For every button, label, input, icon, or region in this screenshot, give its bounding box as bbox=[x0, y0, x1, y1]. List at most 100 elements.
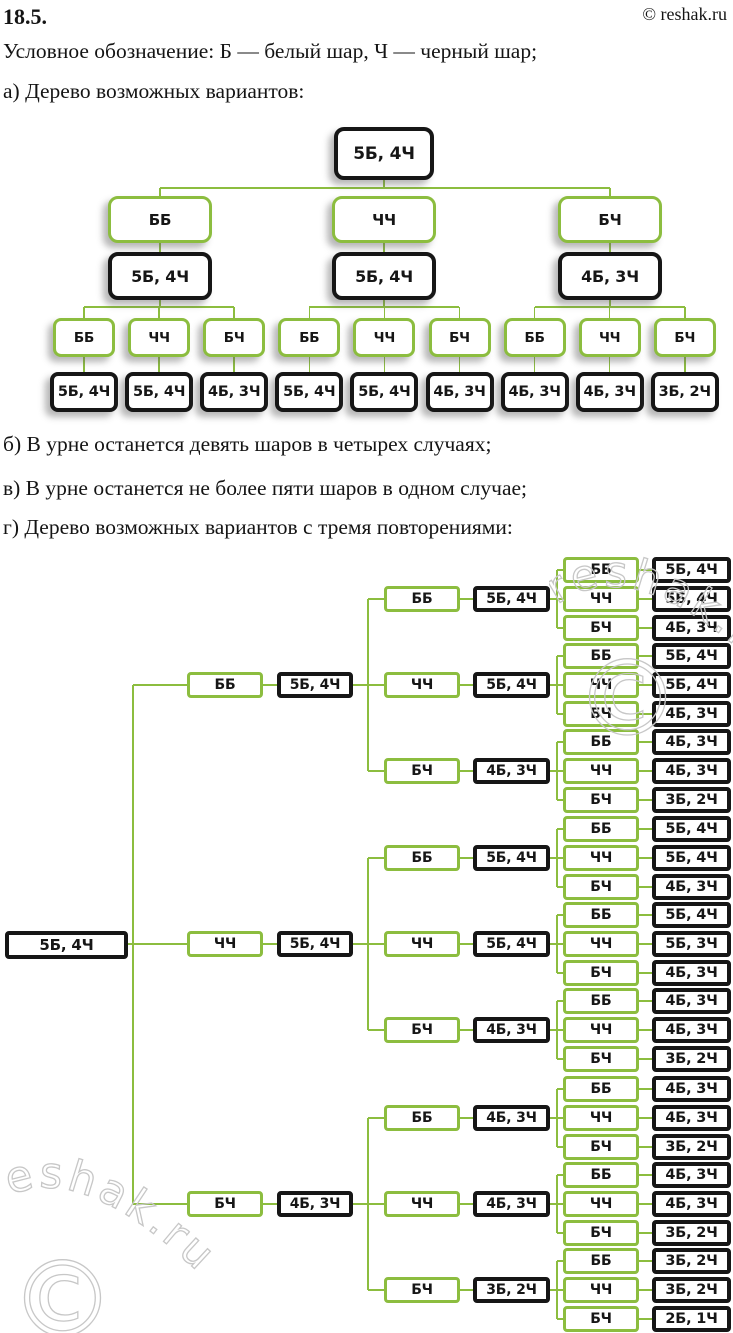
tree2-result-box: 5Б, 4Ч bbox=[652, 672, 731, 698]
connector-line bbox=[367, 858, 369, 1030]
connector-line bbox=[639, 684, 652, 686]
tree1-draw-box: ББ bbox=[108, 196, 212, 243]
connector-line bbox=[460, 943, 473, 945]
connector-line bbox=[557, 828, 563, 830]
connector-line bbox=[609, 188, 611, 196]
tree1-result-box: 5Б, 4Ч bbox=[125, 372, 194, 412]
tree1-draw-box: БЧ bbox=[558, 196, 662, 243]
tree2-draw-box: ЧЧ bbox=[563, 1191, 639, 1217]
connector-line bbox=[639, 1232, 652, 1234]
connector-line bbox=[557, 886, 563, 888]
connector-line bbox=[308, 357, 311, 372]
connector-line bbox=[639, 972, 652, 974]
tree1-draw-box: ББ bbox=[503, 318, 566, 357]
connector-line bbox=[557, 1232, 563, 1234]
tree2-draw-box: ЧЧ bbox=[563, 758, 639, 784]
tree2-result-box: 4Б, 3Ч bbox=[652, 758, 731, 784]
connector-line bbox=[263, 684, 277, 686]
connector-line bbox=[557, 1146, 563, 1148]
tree2-draw-box: БЧ bbox=[384, 1017, 460, 1043]
tree1-result-box: 4Б, 3Ч bbox=[425, 372, 494, 412]
tree1-result-box: 5Б, 4Ч bbox=[50, 372, 118, 412]
connector-line bbox=[639, 598, 652, 600]
tree2-result-box: 3Б, 2Ч bbox=[652, 1046, 731, 1072]
connector-line bbox=[557, 770, 563, 772]
connector-line bbox=[160, 187, 610, 189]
connector-line bbox=[639, 1318, 652, 1320]
connector-line bbox=[308, 307, 311, 318]
tree2-state-box: 4Б, 3Ч bbox=[473, 758, 550, 784]
tree1-draw-box: ББ bbox=[278, 318, 341, 357]
connector-line bbox=[533, 307, 536, 318]
tree2-draw-box: ЧЧ bbox=[563, 586, 639, 612]
connector-line bbox=[550, 1203, 557, 1205]
part-b-answer: б) В урне останется девять шаров в четыр… bbox=[3, 432, 492, 456]
tree2-draw-box: ББ bbox=[563, 643, 639, 669]
connector-line bbox=[556, 915, 558, 973]
connector-line bbox=[550, 1289, 557, 1291]
tree2-state-box: 4Б, 3Ч bbox=[277, 1191, 353, 1217]
tree1-draw-box: БЧ bbox=[653, 318, 716, 357]
connector-line bbox=[556, 656, 558, 714]
connector-line bbox=[550, 684, 557, 686]
tree2-draw-box: ББ bbox=[563, 902, 639, 928]
tree2-draw-box: ББ bbox=[563, 1162, 639, 1188]
tree2-draw-box: ББ bbox=[384, 845, 460, 871]
connector-line bbox=[550, 598, 557, 600]
tree2-draw-box: ЧЧ bbox=[563, 931, 639, 957]
tree2-result-box: 4Б, 3Ч bbox=[652, 874, 731, 900]
connector-line bbox=[639, 914, 652, 916]
connector-line bbox=[353, 1203, 368, 1205]
tree1-draw-box: БЧ bbox=[428, 318, 491, 357]
connector-line bbox=[556, 1175, 558, 1233]
tree2-result-box: 3Б, 2Ч bbox=[652, 787, 731, 813]
tree2-state-box: 5Б, 4Ч bbox=[277, 672, 353, 698]
tree1-state-box: 5Б, 4Ч bbox=[108, 252, 212, 300]
connector-line bbox=[460, 598, 473, 600]
connector-line bbox=[458, 307, 461, 318]
tree1-draw-box: БЧ bbox=[203, 318, 266, 357]
tree2-draw-box: БЧ bbox=[384, 1277, 460, 1303]
tree2-result-box: 4Б, 3Ч bbox=[652, 1076, 731, 1102]
connector-line bbox=[133, 1203, 187, 1205]
connector-line bbox=[557, 569, 563, 571]
tree2-draw-box: БЧ bbox=[563, 1134, 639, 1160]
part-a-heading: а) Дерево возможных вариантов: bbox=[3, 79, 305, 103]
connector-line bbox=[557, 1088, 563, 1090]
connector-line bbox=[639, 569, 652, 571]
connector-line bbox=[557, 1058, 563, 1060]
connector-line bbox=[639, 1088, 652, 1090]
tree2-draw-box: ЧЧ bbox=[563, 845, 639, 871]
tree2-draw-box: ББ bbox=[563, 1076, 639, 1102]
tree2-draw-box: ЧЧ bbox=[384, 672, 460, 698]
tree2-draw-box: БЧ bbox=[563, 701, 639, 727]
connector-line bbox=[557, 857, 563, 859]
connector-line bbox=[557, 598, 563, 600]
connector-line bbox=[460, 1289, 473, 1291]
tree1-draw-box: ББ bbox=[53, 318, 115, 357]
connector-line bbox=[639, 886, 652, 888]
tree2-draw-box: ЧЧ bbox=[563, 1105, 639, 1131]
tree2-draw-box: ББ bbox=[563, 988, 639, 1014]
tree2-result-box: 3Б, 2Ч bbox=[652, 1220, 731, 1246]
connector-line bbox=[557, 741, 563, 743]
connector-line bbox=[550, 1117, 557, 1119]
connector-line bbox=[639, 1289, 652, 1291]
connector-line bbox=[159, 243, 161, 252]
connector-line bbox=[309, 306, 460, 308]
tree2-draw-box: ББ bbox=[563, 1248, 639, 1274]
connector-line bbox=[639, 1029, 652, 1031]
connector-line bbox=[557, 1318, 563, 1320]
tree2-result-box: 2Б, 1Ч bbox=[652, 1306, 731, 1332]
tree2-result-box: 5Б, 4Ч bbox=[652, 816, 731, 842]
tree1-draw-box: ЧЧ bbox=[353, 318, 416, 357]
tree1-result-box: 4Б, 3Ч bbox=[500, 372, 569, 412]
tree2-result-box: 4Б, 3Ч bbox=[652, 1162, 731, 1188]
connector-line bbox=[639, 741, 652, 743]
connector-line bbox=[383, 357, 386, 372]
tree2-draw-box: ББ bbox=[187, 672, 263, 698]
tree2-draw-box: БЧ bbox=[563, 1306, 639, 1332]
connector-line bbox=[639, 799, 652, 801]
